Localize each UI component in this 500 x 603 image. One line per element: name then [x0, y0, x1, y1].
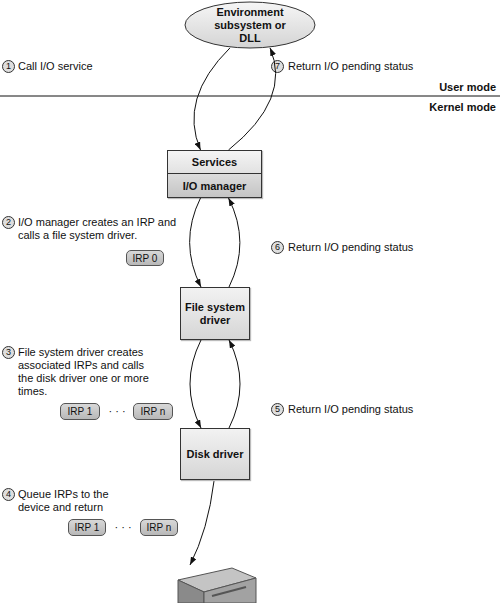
irp-box: IRP 1: [60, 403, 100, 420]
node-text: IRP 0: [133, 253, 158, 264]
flow-arrow: [229, 48, 276, 150]
step-text: Return I/O pending status: [288, 241, 413, 254]
node-text: IRP n: [141, 406, 166, 417]
node-text: Environment subsystem or DLL: [213, 6, 287, 45]
disk-device-illustration: [178, 568, 256, 603]
ellipsis-mark: · · ·: [107, 521, 139, 534]
node-text: I/O manager: [168, 174, 261, 197]
callout-number: 5: [271, 403, 284, 416]
step-text: Return I/O pending status: [288, 403, 413, 416]
node-text: IRP 1: [75, 522, 100, 533]
flow-arrow: [190, 198, 201, 287]
flow-arrow: [190, 340, 201, 428]
callout-number: 2: [2, 216, 15, 229]
irp-box: IRP n: [133, 403, 173, 420]
node-text: Services: [168, 151, 261, 174]
node-text: Disk driver: [185, 448, 245, 461]
node-text: IRP n: [147, 522, 172, 533]
callout-number: 6: [271, 241, 284, 254]
mode-label: Kernel mode: [398, 101, 496, 114]
node-text: IRP 1: [68, 406, 93, 417]
flow-arrow: [194, 48, 230, 150]
irp-box: IRP n: [140, 519, 178, 536]
node-text: File system driver: [185, 301, 245, 327]
subsystem-ellipse: Environment subsystem or DLL: [184, 1, 316, 49]
device-arrow: [190, 481, 214, 565]
mode-boundary-line: [0, 96, 500, 97]
driver-box: File system driver: [180, 287, 250, 340]
irp-box: IRP 0: [126, 250, 164, 266]
flow-arrow: [229, 198, 240, 287]
step-text: Return I/O pending status: [288, 60, 413, 73]
step-text: Call I/O service: [18, 60, 93, 73]
step-text: File system driver creates associated IR…: [18, 346, 160, 398]
step-text: Queue IRPs to the device and return: [18, 488, 118, 514]
irp-box: IRP 1: [68, 519, 106, 536]
step-text: I/O manager creates an IRP and calls a f…: [18, 216, 178, 242]
callout-number: 1: [2, 60, 15, 73]
callout-number: 4: [2, 488, 15, 501]
flow-arrow: [229, 340, 240, 428]
callout-number: 7: [271, 60, 284, 73]
mode-label: User mode: [398, 81, 496, 94]
ellipsis-mark: · · ·: [101, 405, 133, 418]
io-manager-box: ServicesI/O manager: [167, 150, 262, 198]
driver-box: Disk driver: [180, 428, 250, 480]
callout-number: 3: [2, 346, 15, 359]
